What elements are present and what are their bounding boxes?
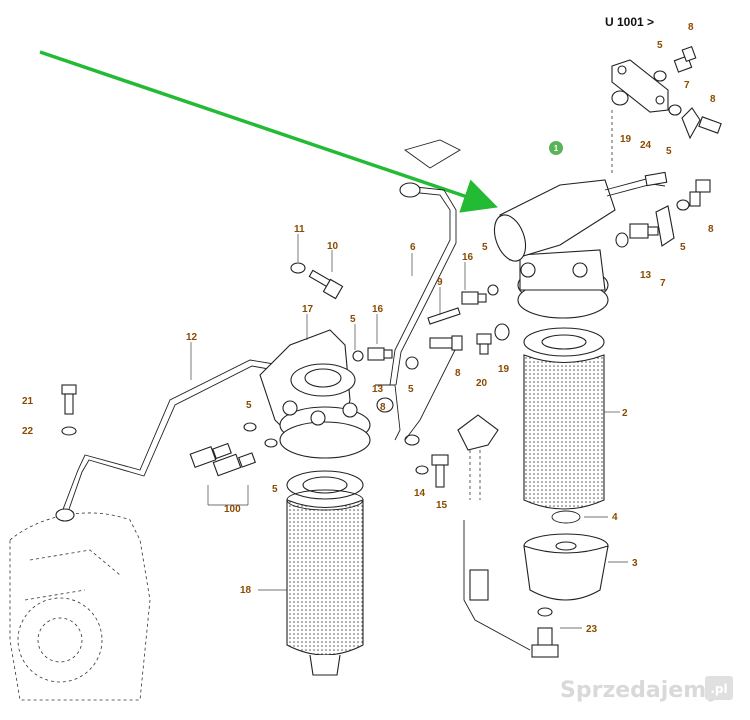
plug-20 — [476, 333, 492, 355]
label-22: 22 — [22, 426, 34, 437]
label-5-d: 5 — [680, 242, 686, 253]
label-23: 23 — [586, 624, 598, 635]
label-5-f: 5 — [408, 384, 414, 395]
banjo-13-left — [375, 384, 401, 441]
washer-22 — [61, 426, 77, 436]
washer-14 — [415, 465, 429, 475]
left-filter-head — [259, 329, 371, 459]
wire-harness — [457, 414, 531, 651]
bracket-24 — [611, 59, 669, 113]
banjo-7-right — [655, 205, 675, 247]
label-8-c: 8 — [708, 224, 714, 235]
label-16-b: 16 — [372, 304, 384, 315]
label-6: 6 — [410, 242, 416, 253]
label-2: 2 — [622, 408, 628, 419]
washer-7-left — [405, 356, 419, 370]
fitting-16-left — [367, 347, 393, 361]
watermark: Sprzedajemy .pl — [560, 676, 733, 703]
o-ring-19-right — [615, 232, 629, 248]
label-3: 3 — [632, 558, 638, 569]
label-5-a: 5 — [657, 40, 663, 51]
label-8-e: 8 — [380, 402, 386, 413]
engine-block — [9, 512, 151, 701]
label-15: 15 — [436, 500, 448, 511]
label-21: 21 — [22, 396, 34, 407]
label-8-d: 8 — [455, 368, 461, 379]
label-11: 11 — [294, 224, 305, 235]
part-labels: 8 5 7 8 19 24 5 8 6 11 10 16 5 13 7 5 8 … — [22, 22, 716, 635]
electric-pump-1 — [493, 171, 668, 262]
fitting-16-right — [461, 291, 487, 305]
bolt-21 — [61, 384, 77, 415]
right-filter-head — [517, 249, 609, 319]
label-5-e: 5 — [350, 314, 356, 325]
washer-5-a — [243, 422, 257, 432]
banjo-7-top — [681, 107, 701, 140]
highlight-arrow — [39, 50, 498, 213]
washer-11 — [290, 262, 306, 274]
badge-1: 1 — [549, 141, 563, 155]
fitting-13-right — [629, 223, 659, 239]
bolt-10 — [308, 269, 344, 300]
washer-5-right2 — [676, 199, 690, 211]
label-5-c: 5 — [482, 242, 488, 253]
washer-5-top2 — [668, 104, 682, 116]
drain-valve-23 — [531, 607, 559, 658]
washer-5-right — [487, 284, 499, 296]
washer-5-top — [653, 70, 667, 82]
label-8-b: 8 — [710, 94, 716, 105]
o-ring-4 — [551, 510, 581, 524]
svg-text:1: 1 — [554, 144, 559, 153]
right-filter-cartridge — [523, 327, 605, 510]
o-ring-19-top — [611, 90, 629, 106]
bolt-15 — [431, 454, 449, 488]
label-7-b: 7 — [660, 278, 666, 289]
label-100: 100 — [224, 504, 241, 515]
pipe-9 — [427, 307, 461, 325]
label-18: 18 — [240, 585, 252, 596]
watermark-suffix: .pl — [710, 682, 727, 696]
sensor-100 — [189, 442, 256, 477]
label-20: 20 — [476, 378, 488, 389]
o-ring-19 — [494, 323, 510, 341]
label-19-a: 19 — [620, 134, 632, 145]
label-9: 9 — [437, 277, 443, 288]
washer-5-left — [352, 350, 364, 362]
pipe-12 — [55, 359, 281, 522]
label-16-a: 16 — [462, 252, 474, 263]
leader-lines — [190, 234, 628, 629]
washer-5-b — [264, 438, 278, 448]
label-7-a: 7 — [684, 80, 690, 91]
pipe-connector — [404, 339, 461, 441]
pipe-6 — [389, 139, 461, 386]
label-4: 4 — [612, 512, 618, 523]
label-10: 10 — [327, 241, 339, 252]
label-8-a: 8 — [688, 22, 694, 33]
label-5-b: 5 — [666, 146, 672, 157]
model-range-header: U 1001 > — [605, 15, 654, 29]
left-filter-cartridge — [286, 470, 364, 676]
label-24: 24 — [640, 140, 652, 151]
watermark-text: Sprzedajemy — [560, 678, 721, 703]
label-17: 17 — [302, 304, 314, 315]
bolt-8-right — [689, 179, 711, 207]
label-14: 14 — [414, 488, 426, 499]
bolt-8-mid — [429, 335, 463, 351]
label-13-a: 13 — [640, 270, 652, 281]
label-13-b: 13 — [372, 384, 384, 395]
label-5-h: 5 — [272, 484, 278, 495]
water-bowl-3 — [523, 533, 609, 601]
label-12: 12 — [186, 332, 198, 343]
bolt-8-top2 — [698, 116, 722, 134]
watermark-badge — [705, 676, 733, 700]
label-5-g: 5 — [246, 400, 252, 411]
label-19-b: 19 — [498, 364, 510, 375]
bolt-8-top — [673, 45, 697, 73]
